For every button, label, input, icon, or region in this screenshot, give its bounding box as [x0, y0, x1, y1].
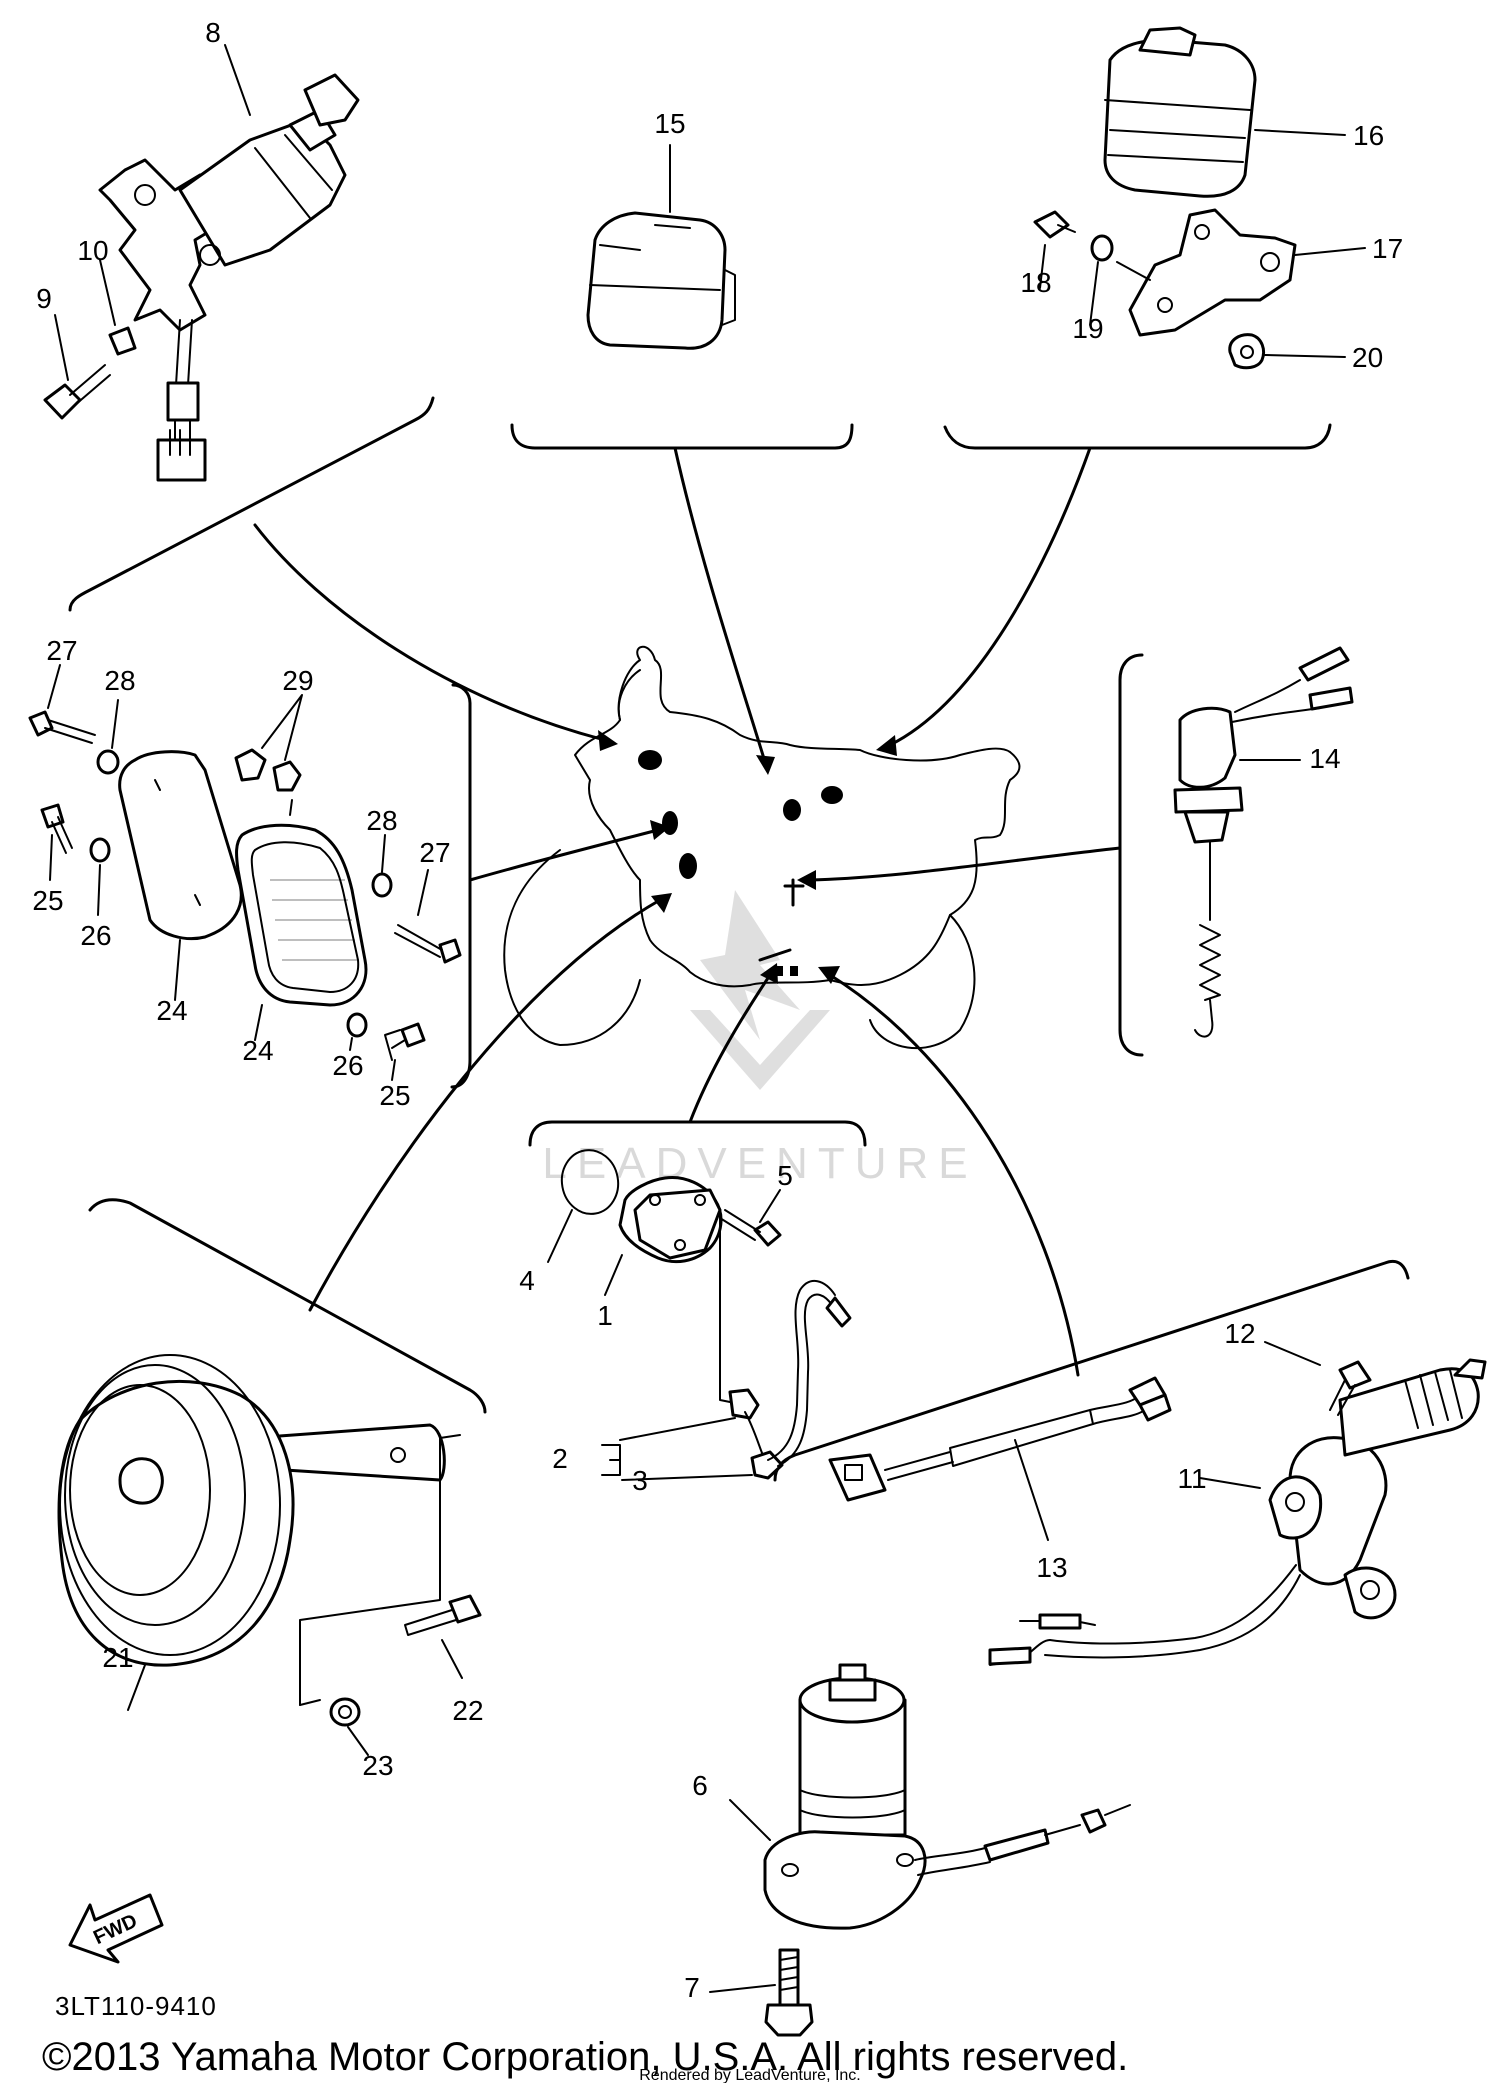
washer-part-28b	[371, 834, 393, 898]
rendered-by-notice: Rendered by LeadVenture, Inc.	[639, 2067, 861, 2083]
neutral-switch-part-1	[604, 1175, 723, 1296]
label-part-18: 18	[1020, 267, 1051, 298]
washer-part-19	[1089, 234, 1151, 326]
label-part-26b: 26	[332, 1050, 363, 1081]
bolt-part-25b	[384, 1022, 426, 1081]
label-part-15: 15	[654, 108, 685, 139]
washer-part-26b	[346, 1012, 368, 1051]
brake-switch-part-14	[1173, 646, 1354, 1038]
forward-direction-arrow-icon: FWD	[68, 1893, 164, 1964]
main-switch-part-8	[98, 44, 360, 482]
label-part-16: 16	[1353, 120, 1384, 151]
label-part-25a: 25	[32, 885, 63, 916]
horn-part-21	[57, 1354, 446, 1711]
label-part-5: 5	[777, 1160, 793, 1191]
label-part-14: 14	[1309, 743, 1340, 774]
bracket-part-17	[1128, 208, 1366, 337]
nut-part-20	[1228, 333, 1346, 370]
bolt-part-22	[404, 1594, 482, 1679]
diagram-code: 3LT110-9410	[55, 1991, 217, 2021]
lead-part-13	[828, 1376, 1172, 1541]
nuts-part-29	[234, 694, 303, 816]
copyright-notice: ©2013 Yamaha Motor Corporation, U.S.A. A…	[42, 2035, 1128, 2079]
label-part-27a: 27	[46, 635, 77, 666]
label-part-28b: 28	[366, 805, 397, 836]
washer-part-28a	[96, 699, 120, 775]
starter-switch-part-11	[988, 1358, 1487, 1666]
label-part-2: 2	[552, 1443, 568, 1474]
screw-part-12	[1264, 1341, 1372, 1416]
label-part-23: 23	[362, 1750, 393, 1781]
label-part-28a: 28	[104, 665, 135, 696]
label-part-27b: 27	[419, 837, 450, 868]
watermark-text: LEADVENTURE	[542, 1139, 977, 1188]
label-part-8: 8	[205, 17, 221, 48]
label-part-9: 9	[36, 283, 52, 314]
part-number-labels: 8 10 9 15 16 17 18 19 20 27 28 29 28 27 …	[32, 17, 1403, 2003]
group-brackets	[68, 396, 1410, 1482]
label-part-24b: 24	[242, 1035, 273, 1066]
bolt-part-25a	[40, 803, 73, 881]
watermark: LEADVENTURE	[542, 890, 977, 1188]
screw-part-18	[1033, 210, 1076, 289]
washer-part-26a	[89, 837, 111, 916]
bolt-part-9	[43, 314, 111, 420]
label-part-11: 11	[1177, 1463, 1206, 1494]
label-part-21: 21	[102, 1642, 133, 1673]
label-part-7: 7	[684, 1972, 700, 2003]
label-part-17: 17	[1372, 233, 1403, 264]
label-part-10: 10	[77, 235, 108, 266]
washer-part-10	[99, 259, 137, 356]
label-part-24a: 24	[156, 995, 187, 1026]
bolt-part-27a	[28, 664, 96, 744]
label-part-20: 20	[1352, 342, 1383, 373]
label-part-19: 19	[1072, 313, 1103, 344]
bolt-part-7	[709, 1948, 814, 2037]
screw-part-5	[719, 1189, 782, 1247]
label-part-6: 6	[692, 1770, 708, 1801]
lead-wire-parts-2-3	[601, 1209, 852, 1481]
sensor-part-6	[729, 1663, 1131, 1930]
label-part-12: 12	[1224, 1318, 1255, 1349]
label-part-13: 13	[1036, 1552, 1067, 1583]
bolt-part-27b	[394, 869, 462, 964]
label-part-22: 22	[452, 1695, 483, 1726]
reflector-part-24b	[235, 823, 368, 1041]
flasher-relay-part-16	[1103, 26, 1346, 198]
relay-part-15	[586, 144, 736, 350]
horn-mount-lines	[299, 1434, 461, 1706]
nut-part-23	[329, 1697, 369, 1756]
reflector-part-24a	[118, 750, 243, 1001]
label-part-29: 29	[282, 665, 313, 696]
label-part-25b: 25	[379, 1080, 410, 1111]
label-part-26a: 26	[80, 920, 111, 951]
label-part-4: 4	[519, 1265, 535, 1296]
o-ring-part-4	[547, 1149, 620, 1263]
label-part-1: 1	[597, 1300, 613, 1331]
label-part-3: 3	[632, 1465, 648, 1496]
